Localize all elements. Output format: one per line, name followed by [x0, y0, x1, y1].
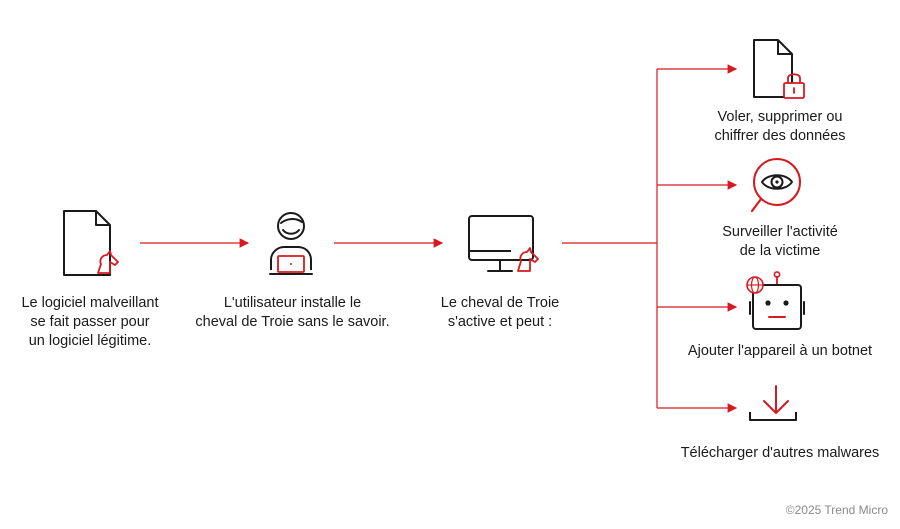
outcome-1-caption: Voler, supprimer ou chiffrer des données [714, 109, 846, 144]
robot-globe-icon [746, 271, 805, 330]
outcome-4-caption: Télécharger d'autres malwares [680, 445, 880, 461]
outcome-3-caption: Ajouter l'appareil à un botnet [687, 343, 873, 359]
copyright: ©2025 Trend Micro [785, 503, 888, 517]
document-horse-icon [63, 210, 119, 276]
step-2-caption: L'utilisateur installe le cheval de Troi… [195, 295, 390, 330]
locked-document-icon [753, 39, 805, 99]
step-1-caption: Le logiciel malveillant se fait passer p… [21, 295, 159, 349]
step-3-caption: Le cheval de Troie s'active et peut : [440, 295, 560, 330]
monitor-horse-icon [468, 215, 539, 272]
user-laptop-icon [269, 212, 313, 275]
outcome-2-caption: Surveiller l'activité de la victime [722, 224, 838, 259]
eye-magnifier-icon [750, 158, 801, 213]
download-tray-icon [749, 385, 797, 421]
